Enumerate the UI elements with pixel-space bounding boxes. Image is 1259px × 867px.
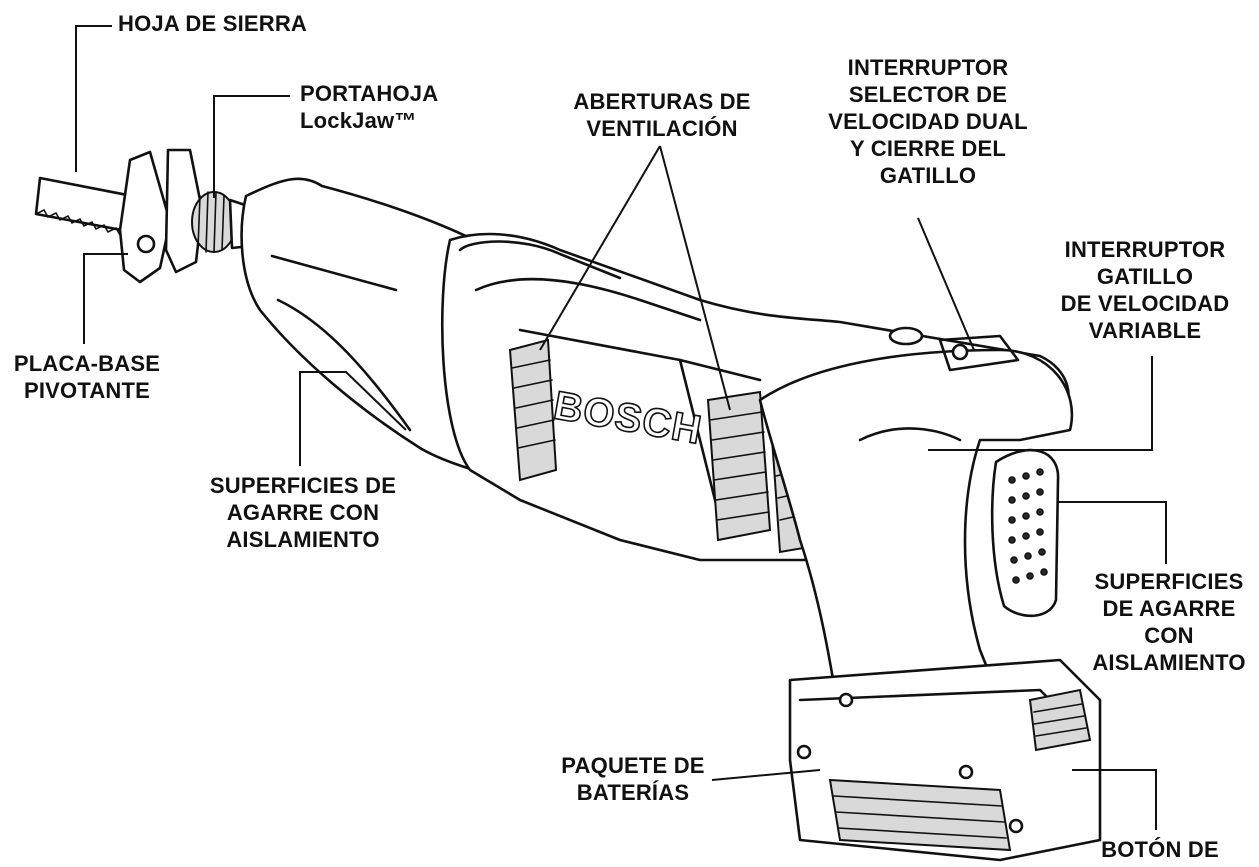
pivoting-footplate (120, 150, 202, 282)
label-footplate: PLACA-BASE PIVOTANTE (2, 350, 172, 404)
dotted-grip-pad (992, 450, 1058, 616)
label-vents: ABERTURAS DE VENTILACIÓN (552, 88, 772, 142)
leader-selector (918, 218, 974, 350)
label-grip-right: SUPERFICIES DE AGARRE CON AISLAMIENTO (1082, 568, 1256, 676)
label-grip-left: SUPERFICIES DE AGARRE CON AISLAMIENTO (196, 472, 410, 553)
leader-grip-right (1058, 502, 1166, 564)
label-selector-switch: INTERRUPTOR SELECTOR DE VELOCIDAD DUAL Y… (818, 54, 1038, 189)
label-release-button: BOTÓN DE (1070, 836, 1250, 863)
label-blade: HOJA DE SIERRA (118, 10, 307, 37)
leader-footplate (84, 254, 128, 344)
label-trigger-switch: INTERRUPTOR GATILLO DE VELOCIDAD VARIABL… (1040, 236, 1250, 344)
label-blade-holder: PORTAHOJA LockJaw™ (300, 80, 438, 134)
battery-pack (790, 660, 1100, 860)
label-battery-pack: PAQUETE DE BATERÍAS (548, 752, 718, 806)
leader-blade (76, 26, 112, 172)
